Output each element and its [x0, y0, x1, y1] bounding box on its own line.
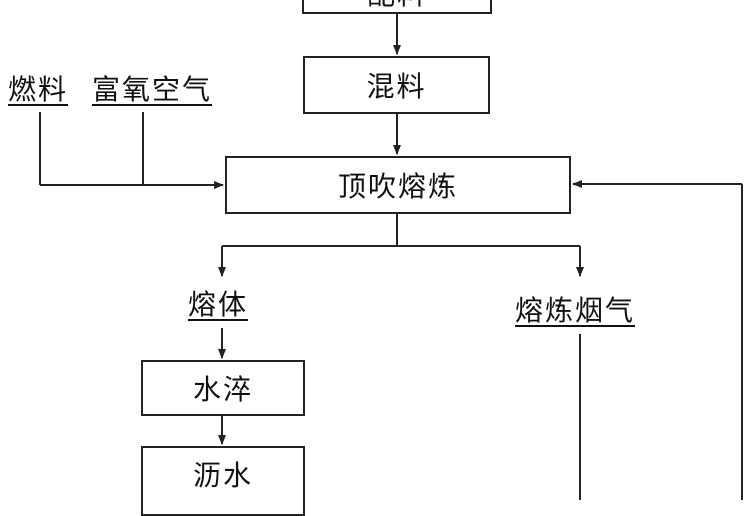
- flow-connectors: [39, 14, 743, 500]
- node-raw-material-label: 配料: [367, 0, 427, 13]
- node-water-quenching: 水淬: [141, 360, 305, 416]
- node-raw-material: 配料: [302, 0, 492, 14]
- node-top-blown-smelting-label: 顶吹熔炼: [337, 170, 458, 203]
- input-oxygen-enriched-air: 富氧空气: [92, 73, 213, 106]
- node-dewatering: 沥水: [141, 446, 305, 516]
- output-smelting-flue-gas: 熔炼烟气: [515, 294, 636, 327]
- output-melt: 熔体: [188, 288, 249, 321]
- input-fuel: 燃料: [8, 73, 69, 106]
- node-mixing-label: 混料: [366, 70, 427, 103]
- node-top-blown-smelting: 顶吹熔炼: [225, 156, 571, 214]
- node-dewatering-label: 沥水: [192, 459, 253, 492]
- node-water-quenching-label: 水淬: [192, 373, 253, 406]
- node-mixing: 混料: [303, 56, 490, 114]
